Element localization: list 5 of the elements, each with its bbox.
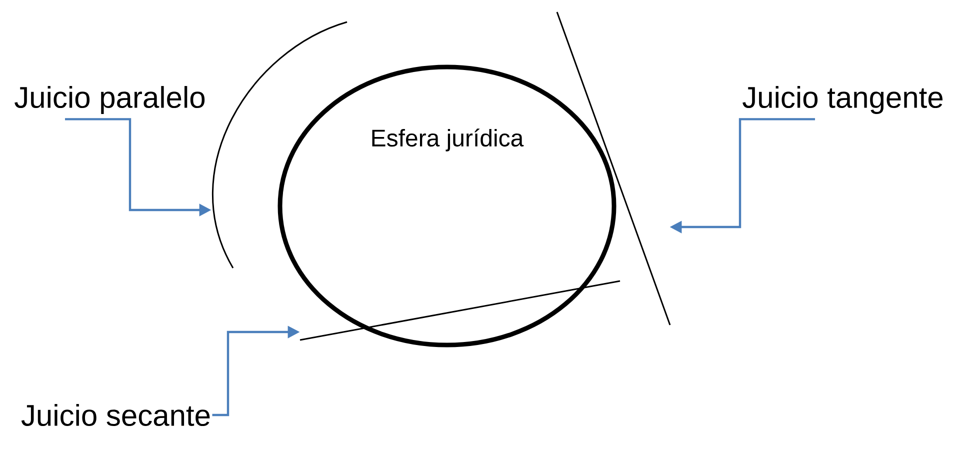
straight-line [556, 12, 671, 326]
text-label: Juicio secante [21, 404, 210, 426]
text-label: Juicio tangente [742, 86, 943, 114]
text-label: Juicio paralelo [14, 86, 205, 114]
arc-curve [212, 21, 348, 268]
